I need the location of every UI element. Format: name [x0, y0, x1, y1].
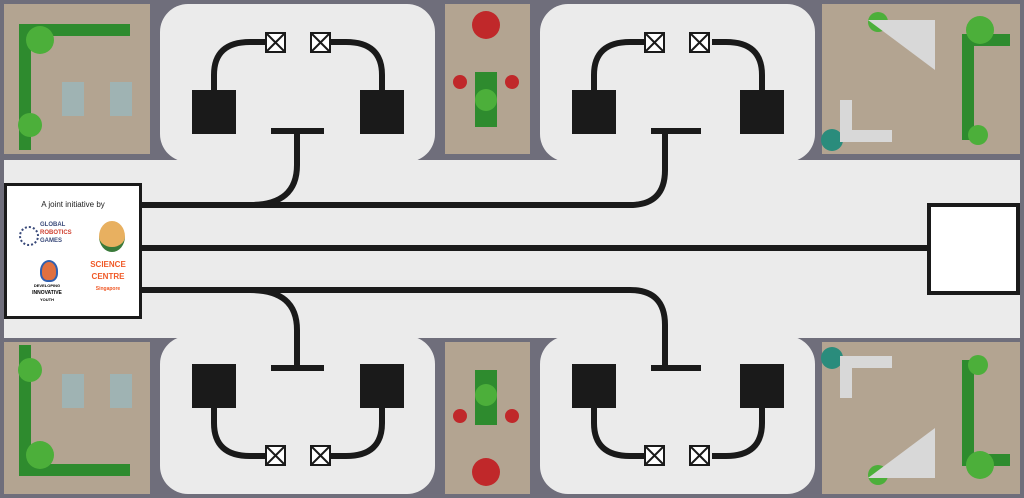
target-zones	[192, 90, 784, 408]
logo-text: GAMES	[40, 238, 63, 244]
lightbulb-icon	[40, 260, 58, 282]
logo-text: ROBOTICS	[40, 230, 72, 236]
logo-text: INNOVATIVE	[32, 290, 62, 296]
checkpoint-markers	[265, 32, 710, 466]
global-robotics-games-logo: GLOBAL ROBOTICS GAMES	[19, 220, 83, 250]
logo-text: GLOBAL	[40, 222, 66, 228]
finish-zone	[927, 203, 1020, 295]
partner-emblem-logo	[99, 221, 125, 252]
star-icon	[19, 226, 39, 246]
logo-text: DEVELOPING	[33, 283, 61, 288]
logo-text: Singapore	[95, 286, 121, 292]
sponsor-logo-panel: A joint initiative by GLOBAL ROBOTICS GA…	[4, 183, 142, 319]
track-lines	[136, 39, 930, 459]
logo-text: YOUTH	[40, 297, 54, 302]
panel-title: A joint initiative by	[41, 200, 105, 209]
logo-text: SCIENCE	[90, 260, 126, 269]
logo-text: CENTRE	[91, 272, 125, 281]
park-decor	[18, 11, 1010, 486]
developing-innovative-youth-logo: DEVELOPING INNOVATIVE YOUTH	[23, 260, 71, 304]
science-centre-logo: SCIENCE CENTRE Singapore	[85, 260, 131, 304]
